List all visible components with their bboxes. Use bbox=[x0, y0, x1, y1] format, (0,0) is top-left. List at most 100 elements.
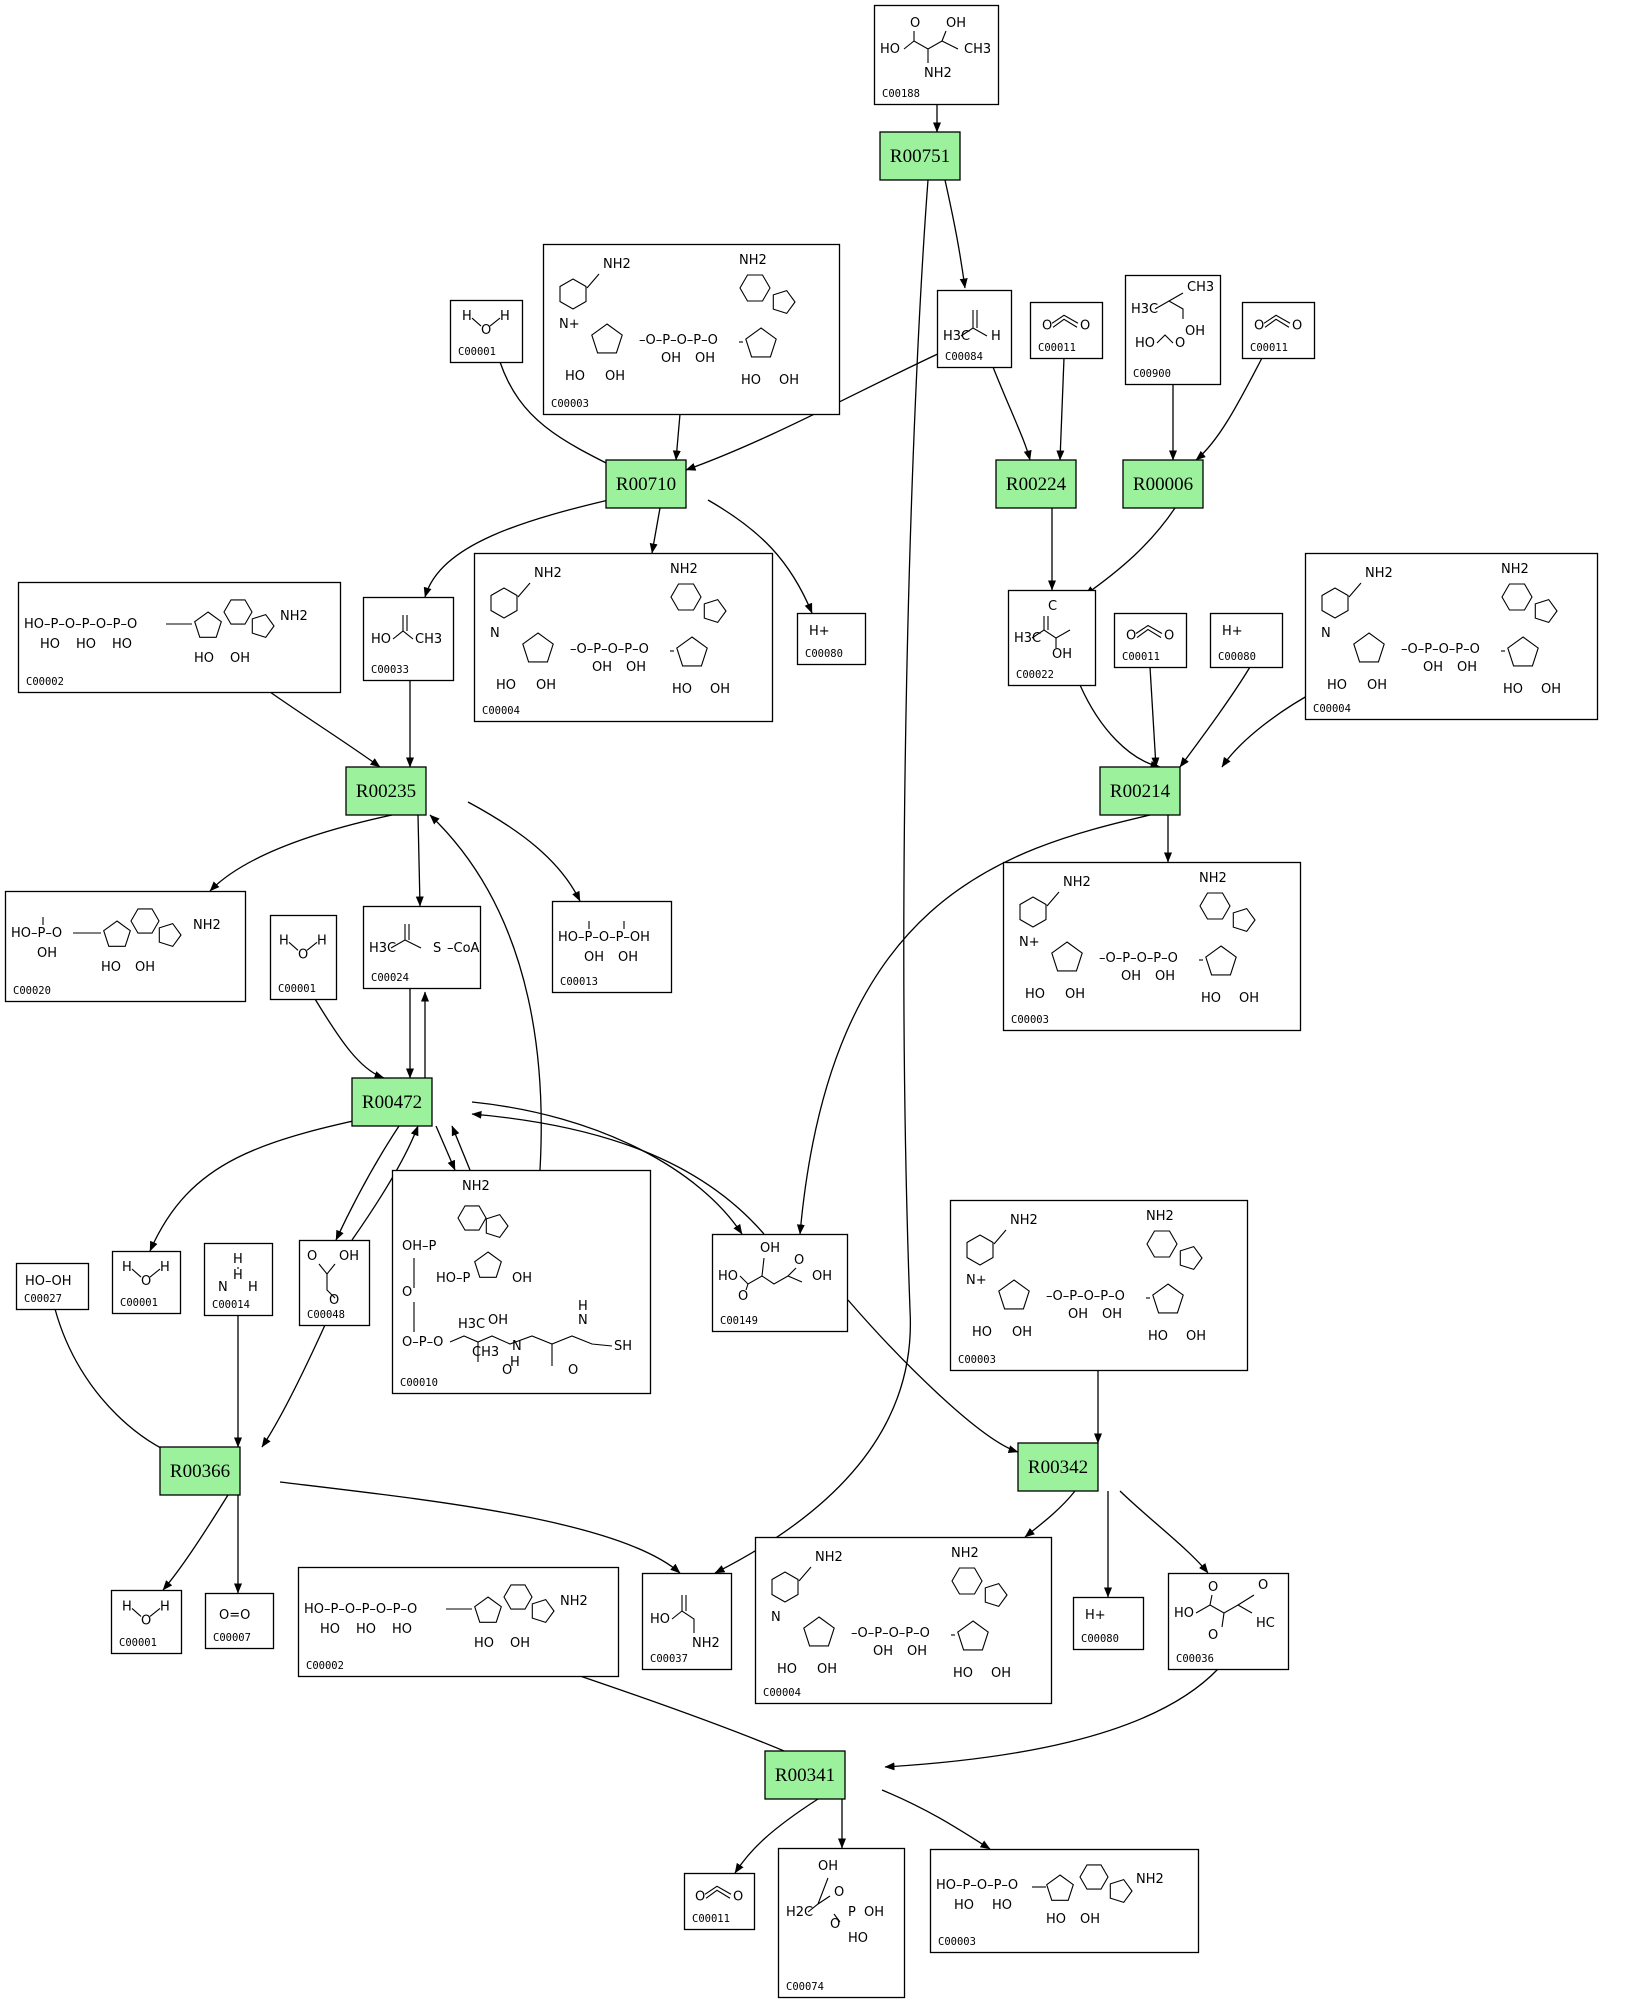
ring bbox=[158, 922, 182, 948]
atom-label: O bbox=[141, 1274, 151, 1289]
ring bbox=[559, 278, 587, 310]
bond bbox=[1209, 1594, 1213, 1606]
compound-id-label: C00003 bbox=[958, 1354, 996, 1366]
ring bbox=[1321, 587, 1349, 619]
compound-id-label: C00080 bbox=[1218, 651, 1256, 663]
reaction-r00341[interactable]: R00341 bbox=[764, 1750, 846, 1800]
bond bbox=[288, 941, 299, 951]
reaction-label: R00342 bbox=[1028, 1457, 1088, 1478]
edge-c10-R00472 bbox=[451, 1125, 471, 1171]
edge-R00341-c3d bbox=[881, 1789, 991, 1850]
bond bbox=[586, 273, 600, 289]
bond bbox=[941, 30, 947, 42]
edge-R00472-c48 bbox=[335, 1125, 400, 1241]
compound-box bbox=[269, 914, 338, 1001]
atom-label: OH bbox=[1367, 678, 1387, 693]
atom-label: OH bbox=[339, 1249, 359, 1264]
compound-box bbox=[17, 581, 342, 694]
atom-label: HO bbox=[1135, 336, 1155, 351]
reaction-r00472[interactable]: R00472 bbox=[351, 1077, 433, 1127]
compound-id-label: C00001 bbox=[278, 983, 316, 995]
atom-label: HO bbox=[954, 1898, 974, 1913]
reaction-r00006[interactable]: R00006 bbox=[1122, 459, 1204, 509]
atom-label: HO–P–O–P–O bbox=[936, 1878, 1018, 1893]
reaction-r00224[interactable]: R00224 bbox=[995, 459, 1077, 509]
atom-label: NH2 bbox=[603, 257, 631, 272]
atom-label: O bbox=[402, 1285, 412, 1300]
bond bbox=[817, 1877, 829, 1905]
reaction-box bbox=[764, 1750, 846, 1800]
bond bbox=[149, 1608, 161, 1617]
atom-label: OH bbox=[1121, 969, 1141, 984]
compound-box bbox=[873, 4, 1000, 106]
atom-label: HO–P–O–P–O–P–O bbox=[24, 617, 137, 632]
atom-label: O bbox=[733, 1889, 743, 1904]
compound-id-label: C00004 bbox=[1313, 703, 1351, 715]
compound-c00080[interactable]: H+C00080 bbox=[1072, 1596, 1145, 1651]
atom-label: NH2 bbox=[739, 253, 767, 268]
compound-id-label: C00011 bbox=[1038, 342, 1076, 354]
atom-label: O bbox=[1258, 1578, 1268, 1593]
ring bbox=[1507, 636, 1539, 667]
atom-label: HO–OH bbox=[25, 1274, 72, 1289]
atom-label: HO bbox=[320, 1622, 340, 1637]
atom-label: OH bbox=[510, 1636, 530, 1651]
reaction-r00214[interactable]: R00214 bbox=[1099, 766, 1181, 816]
reaction-r00342[interactable]: R00342 bbox=[1017, 1442, 1099, 1492]
atom-label: OH bbox=[618, 950, 638, 965]
reaction-r00235[interactable]: R00235 bbox=[345, 766, 427, 816]
atom-label: O bbox=[481, 323, 491, 338]
compound-box bbox=[297, 1566, 620, 1678]
atom-label: HO bbox=[1503, 682, 1523, 697]
bond bbox=[739, 1275, 803, 1285]
atom-label: OH bbox=[760, 1241, 780, 1256]
compound-c00080[interactable]: H+C00080 bbox=[1209, 612, 1284, 669]
reaction-r00751[interactable]: R00751 bbox=[879, 131, 961, 181]
atom-label: O bbox=[329, 1293, 339, 1308]
atom-label: OH bbox=[864, 1905, 884, 1920]
compound-id-label: C00080 bbox=[1081, 1633, 1119, 1645]
atom-label: HO bbox=[565, 369, 585, 384]
reaction-r00366[interactable]: R00366 bbox=[159, 1446, 241, 1496]
reaction-r00710[interactable]: R00710 bbox=[605, 459, 687, 509]
ring bbox=[474, 1596, 502, 1623]
ring bbox=[984, 1582, 1008, 1608]
compound-c00080[interactable]: H+C00080 bbox=[796, 612, 867, 666]
